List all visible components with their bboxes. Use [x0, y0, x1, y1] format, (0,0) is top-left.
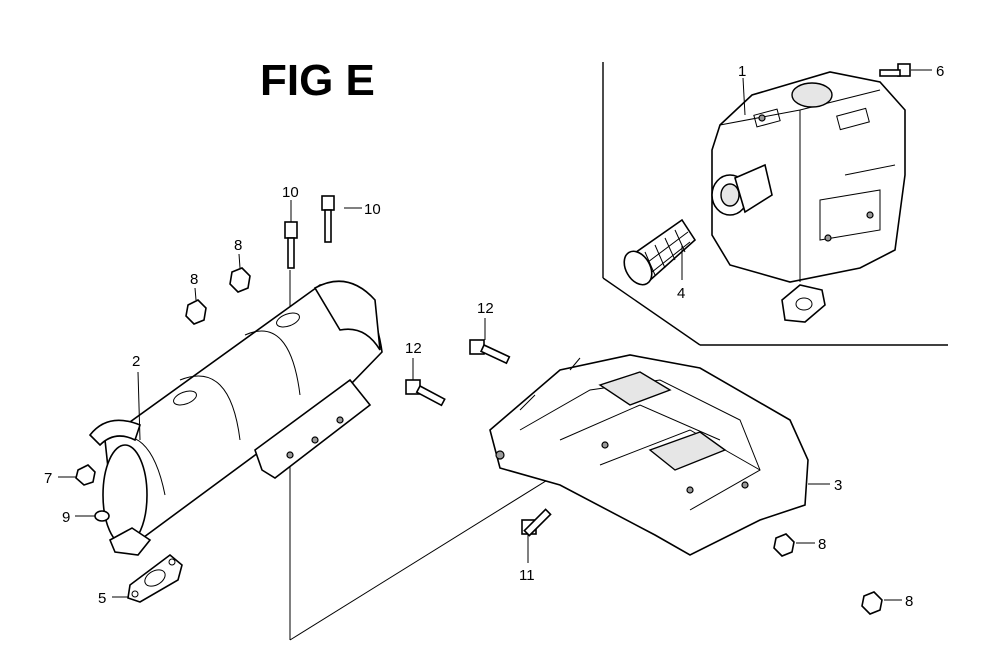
callout-8-left: 8 — [190, 271, 198, 288]
nut-8-far-right — [861, 591, 883, 615]
callout-labels: 1 2 3 4 5 6 7 8 8 8 8 9 10 10 11 12 12 — [44, 63, 944, 610]
callout-6: 6 — [936, 63, 944, 80]
callout-12-upper: 12 — [477, 300, 494, 317]
leader-lines — [58, 69, 932, 601]
callout-8-far-right: 8 — [905, 593, 913, 610]
bolt-12-lower — [405, 379, 446, 407]
bolt-10-angled — [321, 195, 335, 243]
nut-8-left — [185, 299, 207, 325]
callout-2: 2 — [132, 353, 140, 370]
nut-8-right — [773, 533, 795, 557]
callout-10-angled: 10 — [364, 201, 381, 218]
spark-arrester-part — [623, 218, 697, 286]
bolt-6 — [879, 63, 911, 77]
muffler-part — [711, 71, 906, 323]
callout-1: 1 — [738, 63, 746, 80]
callout-10-vertical: 10 — [282, 184, 299, 201]
callout-11: 11 — [519, 567, 535, 584]
callout-12-lower: 12 — [405, 340, 422, 357]
washer-9 — [94, 510, 110, 522]
callout-3: 3 — [834, 477, 842, 494]
callout-4: 4 — [677, 285, 685, 302]
callout-9: 9 — [62, 509, 70, 526]
gasket-part — [127, 553, 183, 603]
callout-8-right: 8 — [818, 536, 826, 553]
nut-8-upper — [229, 267, 251, 293]
callout-7: 7 — [44, 470, 52, 487]
bolt-10-vertical — [284, 221, 298, 269]
nut-7 — [75, 464, 96, 486]
callout-5: 5 — [98, 590, 106, 607]
figure-title: FIG E — [260, 56, 375, 105]
fasteners — [75, 63, 911, 615]
callout-8-upper: 8 — [234, 237, 242, 254]
bolt-12-upper — [469, 339, 511, 365]
heat-shield-part — [489, 354, 809, 556]
inset-frame — [602, 62, 948, 346]
muffler-protector-part — [88, 280, 383, 556]
bolt-11 — [521, 508, 552, 537]
